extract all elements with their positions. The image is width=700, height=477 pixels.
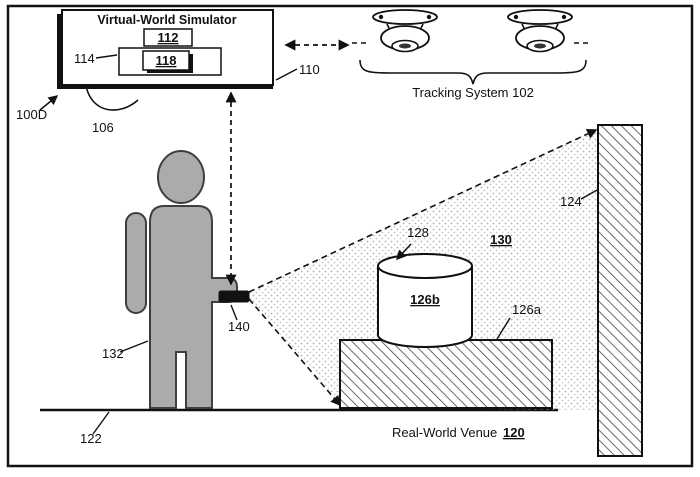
simulator-title: Virtual-World Simulator [97, 13, 236, 27]
wall [597, 124, 643, 457]
leader-126a [496, 317, 511, 340]
ref-112: 112 [158, 30, 179, 45]
tracking-camera-2 [507, 9, 573, 53]
ref-140: 140 [228, 319, 250, 334]
tracking-system-label: Tracking System 102 [412, 85, 534, 100]
ref-106: 106 [92, 120, 114, 135]
module-118-box [142, 50, 190, 71]
leader-110 [275, 68, 298, 81]
leader-122 [92, 411, 110, 435]
handheld-device [218, 290, 250, 303]
ref-126a: 126a [512, 302, 542, 317]
arc-106 [85, 85, 139, 111]
beam-upper-ray [248, 129, 598, 293]
ref-132: 132 [102, 346, 124, 361]
module-112-box [143, 28, 193, 47]
leader-128-arrow [396, 243, 412, 261]
venue-name: Real-World Venue [392, 425, 497, 440]
ref-122: 122 [80, 431, 102, 446]
ref-114: 114 [74, 51, 95, 66]
ref-128: 128 [407, 225, 429, 240]
venue-ref: 120 [503, 425, 525, 440]
person-head [157, 150, 205, 204]
leader-140 [230, 304, 238, 321]
leader-114 [95, 54, 118, 59]
pedestal-box [339, 339, 553, 409]
leader-124 [580, 188, 600, 200]
beam-lower-ray [248, 298, 342, 407]
ref-124: 124 [560, 194, 582, 209]
ref-130: 130 [490, 232, 512, 247]
ref-118: 118 [156, 53, 177, 68]
tracking-camera-1 [372, 9, 438, 53]
ref-110: 110 [299, 62, 320, 77]
ref-126b: 126b [410, 292, 440, 307]
tracking-brace [359, 59, 587, 85]
person-left-arm [125, 212, 147, 314]
leader-132 [119, 340, 149, 353]
simulator-box: Virtual-World Simulator 112 118 [57, 9, 274, 89]
leader-100d-arrow [39, 95, 59, 111]
ref-100d: 100D [16, 107, 47, 122]
